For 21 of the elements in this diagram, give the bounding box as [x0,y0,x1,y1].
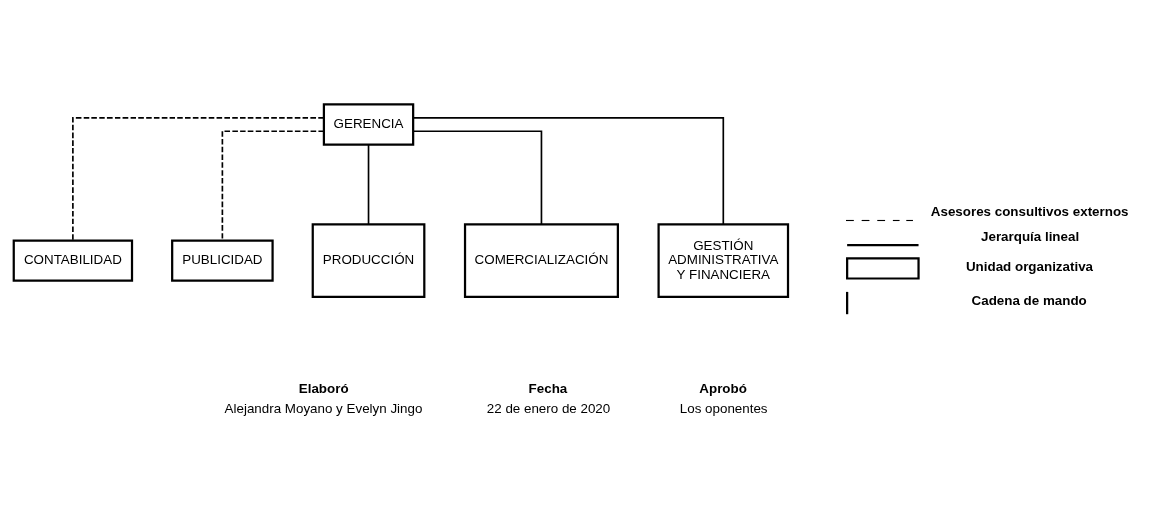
node-box: GERENCIA [322,102,415,146]
node-box: GESTIÓN ADMINISTRATIVA Y FINANCIERA [657,222,790,298]
connector [72,116,325,241]
label: Fecha [528,380,568,396]
connector [412,116,725,225]
legend-label: Asesores consultivos externos [930,203,1129,219]
node-box: PRODUCCIÓN [311,222,426,298]
legend-label: Unidad organizativa [965,258,1094,274]
label: Elaboró [298,380,349,396]
legend-label: Jerarquía lineal [981,228,1080,244]
connector [412,129,543,225]
label: Alejandra Moyano y Evelyn Jingo [224,400,423,416]
connector [367,143,370,225]
legend-label: Cadena de mando [971,292,1087,308]
node-box: CONTABILIDAD [12,238,134,282]
label: Aprobó [699,380,747,396]
node-box: PUBLICIDAD [171,238,274,282]
label: 22 de enero de 2020 [486,400,611,416]
label: Los oponentes [679,400,768,416]
connector [221,129,325,241]
node-box: COMERCIALIZACIÓN [463,222,619,298]
